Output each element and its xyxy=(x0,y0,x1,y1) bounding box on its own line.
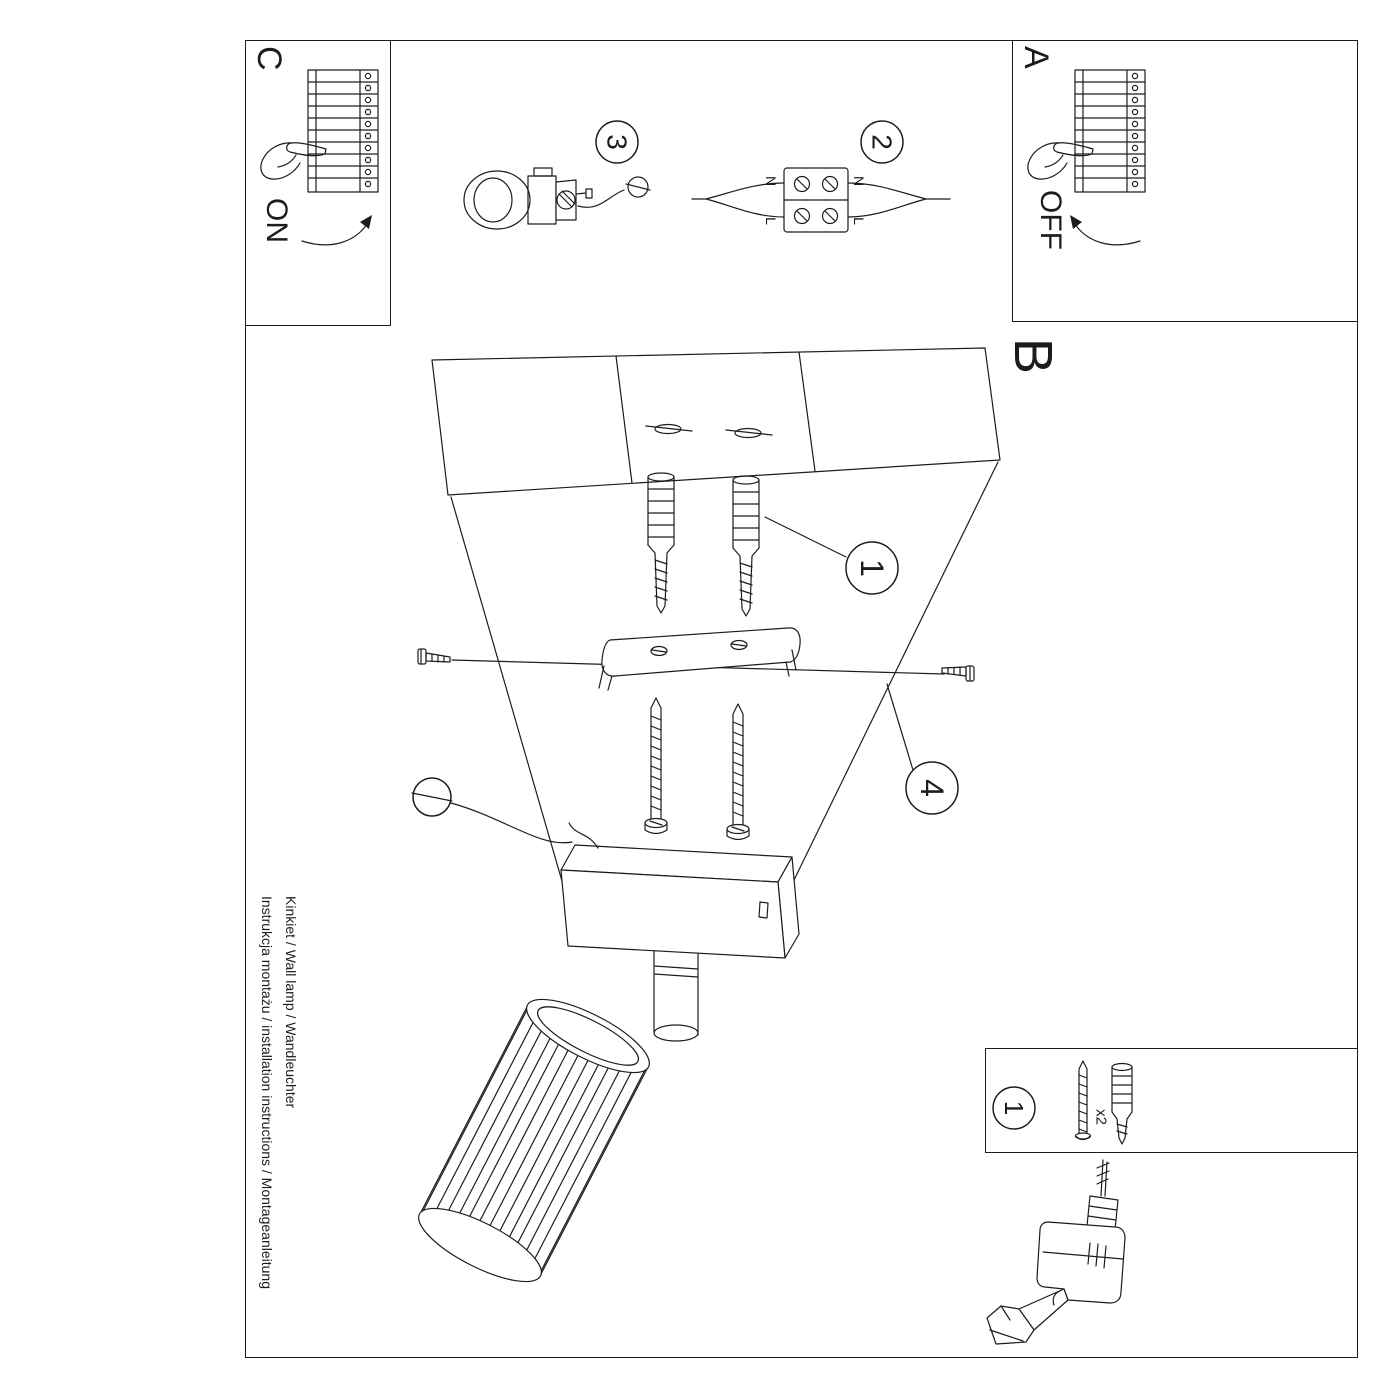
slotted-screw-icon xyxy=(625,176,651,198)
drill-body xyxy=(1036,1195,1126,1304)
terminal-block xyxy=(783,167,849,233)
step-2-badge: 2 xyxy=(860,120,904,164)
circuit-on-illustration xyxy=(260,69,379,246)
label-n-right: N xyxy=(851,176,867,186)
mounting-screw-right xyxy=(726,703,750,841)
page-border xyxy=(245,40,1358,1358)
circuit-off-illustration xyxy=(1027,69,1146,246)
wall-plug-left xyxy=(647,472,675,614)
step-1-badge: 1 xyxy=(764,516,899,595)
lamp-base xyxy=(560,844,800,959)
screw-bit-icon xyxy=(1096,1159,1110,1197)
drill-illustration xyxy=(986,1159,1126,1345)
panel-a-label: A xyxy=(1017,46,1055,69)
fuse-box-icon xyxy=(307,69,379,193)
footer-line-1: Instrukcja montażu / installation instru… xyxy=(259,896,275,1289)
label-n-left: N xyxy=(763,176,779,186)
step-3-diagram: 3 xyxy=(463,120,651,230)
power-wire xyxy=(568,822,599,849)
step-4-badge: 4 xyxy=(886,683,959,815)
step-3-number: 3 xyxy=(602,134,633,150)
switch-off-arrow-icon xyxy=(1070,215,1141,246)
label-l-right: L xyxy=(851,217,867,225)
panel-c-label: C xyxy=(250,46,288,71)
step-1-number: 1 xyxy=(854,559,890,577)
quantity-label: x2 xyxy=(1093,1109,1110,1125)
footer-line-2: Kinkiet / Wall lamp / Wandleuchter xyxy=(283,896,299,1109)
step-2-number: 2 xyxy=(867,134,898,150)
circuit-on-box xyxy=(245,40,391,326)
wall-plug-right xyxy=(732,475,760,617)
screwdriver-symbol xyxy=(411,777,573,844)
assembly-diagram: 1 4 xyxy=(411,347,1001,1283)
step-2-diagram: N L N L 2 xyxy=(691,120,951,233)
switch-on-arrow-icon xyxy=(301,215,372,246)
hardware-box xyxy=(985,1048,1358,1153)
mounting-bracket xyxy=(598,627,801,691)
step-1-ref-number: 1 xyxy=(999,1101,1029,1115)
fuse-box-icon xyxy=(1074,69,1146,193)
panel-a-state: OFF xyxy=(1034,190,1067,250)
hardware-box-content: 1 x2 xyxy=(992,1060,1133,1145)
wire-right xyxy=(847,182,951,218)
projection-lines xyxy=(450,461,999,896)
drill-handle xyxy=(986,1288,1069,1345)
step-4-number: 4 xyxy=(914,779,950,797)
side-screw-left xyxy=(417,648,451,665)
mounting-screw-left xyxy=(644,697,668,835)
screw-icon xyxy=(1074,1060,1092,1141)
label-l-left: L xyxy=(763,217,779,225)
circuit-off-box xyxy=(1012,40,1358,322)
wall-panel xyxy=(431,347,1001,496)
step-3-badge: 3 xyxy=(595,120,639,164)
lamp-pivot xyxy=(653,947,699,1042)
lamp-holder-part xyxy=(463,167,593,230)
hand-icon xyxy=(260,142,327,180)
hand-icon xyxy=(1027,142,1094,180)
wire-left xyxy=(691,182,785,218)
leader-line xyxy=(577,189,625,208)
wall-plug-icon xyxy=(1111,1062,1133,1145)
lamp-shade xyxy=(417,998,651,1283)
side-screw-right xyxy=(941,665,975,682)
panel-c-state: ON xyxy=(260,198,293,243)
section-b-label: B xyxy=(1003,338,1063,375)
step-1-ref-badge: 1 xyxy=(992,1086,1036,1130)
